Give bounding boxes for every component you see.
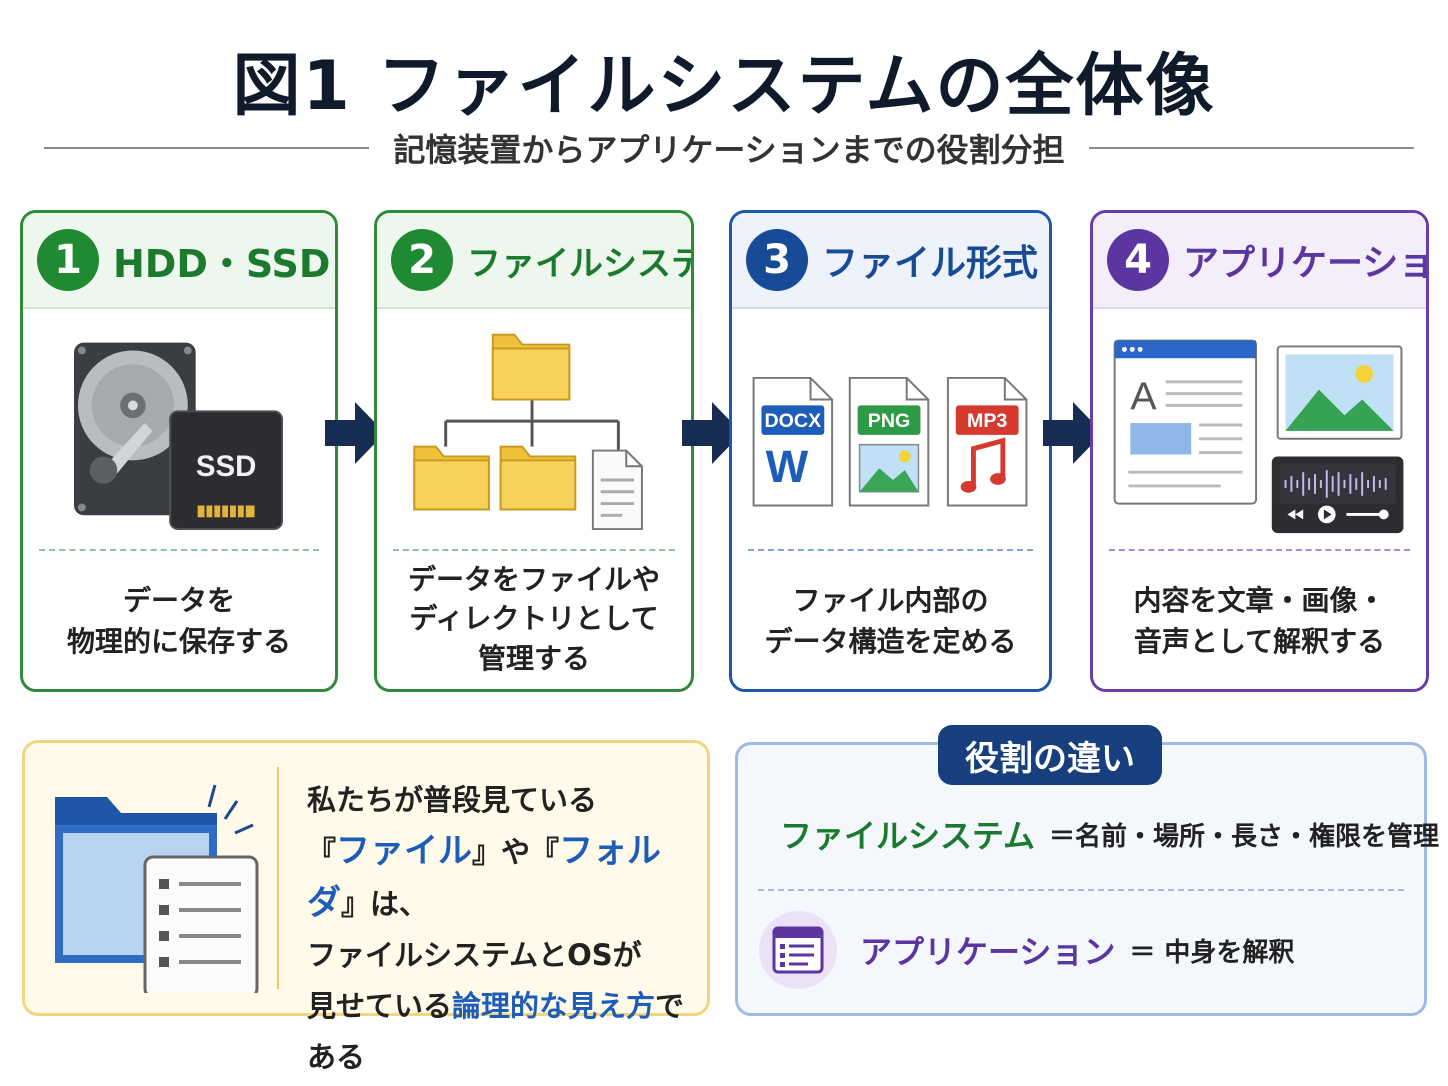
folder-document-icon (55, 784, 259, 993)
step-number: 4 (1107, 229, 1169, 291)
step-number: 3 (746, 229, 808, 291)
arrow-right-icon (325, 402, 385, 464)
file-formats-icon: DOCX W PNG MP3 (752, 376, 1028, 507)
doc-letter: A (1130, 374, 1157, 418)
diff-term: アプリケーション (860, 933, 1116, 971)
page-title: 図1 ファイルシステムの全体像 (232, 47, 1216, 126)
subtitle-line-left (44, 147, 370, 149)
diff-definition: ＝ 中身を解釈 (1129, 937, 1295, 968)
card-title: ファイルシステム (467, 243, 691, 284)
note-box: 私たちが普段見ている 『ファイル』や『フォルダ』は、 ファイルシステムとOSが … (22, 740, 710, 1074)
ssd-label: SSD (196, 450, 257, 483)
card-header: 4 アプリケーション (1093, 213, 1426, 309)
card-divider (393, 549, 675, 551)
mp3-label: MP3 (967, 410, 1007, 432)
card-header: 2 ファイルシステム (377, 213, 691, 309)
application-windows-icon: A (1113, 339, 1404, 534)
subtitle-line-right (1088, 147, 1414, 149)
diff-term: ファイルシステム (780, 817, 1036, 855)
card-header: 1 HDD・SSD (23, 213, 335, 309)
card-header: 3 ファイル形式 (732, 213, 1049, 309)
role-difference-badge: 役割の違い (938, 725, 1162, 785)
note-text: 私たちが普段見ている 『ファイル』や『フォルダ』は、 ファイルシステムとOSが … (307, 783, 685, 1074)
diff-divider (758, 889, 1404, 891)
card-description: データをファイルやディレクトリとして管理する (407, 563, 660, 675)
card-description: データを物理的に保存する (66, 584, 291, 658)
diff-row-filesystem: ファイルシステム ＝名前・場所・長さ・権限を管理 (758, 789, 1439, 879)
card-description: ファイル内部のデータ構造を定める (764, 584, 1017, 658)
subtitle-row: 記憶装置からアプリケーションまでの役割分担 (44, 124, 1414, 172)
arrow-right-icon (1043, 402, 1103, 464)
role-difference-box: 役割の違い ファイルシステム ＝名前・場所・長さ・権限を管理 アプリケーション … (735, 725, 1439, 1016)
diff-definition: ＝名前・場所・長さ・権限を管理 (1049, 821, 1440, 852)
folder-tree-icon (413, 333, 643, 531)
application-window-icon (759, 911, 837, 989)
card-title: アプリケーション (1183, 243, 1426, 284)
card-file-format: 3 ファイル形式 DOCX W PNG MP3 ファイル内部のデータ構造 (729, 210, 1052, 692)
png-label: PNG (868, 410, 911, 432)
card-title: HDD・SSD (113, 241, 331, 286)
card-divider (1109, 549, 1410, 551)
step-number: 2 (391, 229, 453, 291)
subtitle: 記憶装置からアプリケーションまでの役割分担 (393, 131, 1065, 169)
card-application: 4 アプリケーション A 内容 (1090, 210, 1429, 692)
step-number: 1 (37, 229, 99, 291)
arrow-right-icon (682, 402, 742, 464)
diff-row-application: アプリケーション ＝ 中身を解釈 (758, 905, 1408, 995)
hdd-ssd-icon: SSD (74, 342, 283, 531)
card-title: ファイル形式 (822, 243, 1039, 284)
docx-label: DOCX (765, 410, 822, 432)
card-description: 内容を文章・画像・音声として解釈する (1133, 584, 1386, 658)
card-divider (39, 549, 319, 551)
card-divider (748, 549, 1033, 551)
note-divider (277, 767, 279, 989)
card-storage: 1 HDD・SSD SSD データを物理的に保存する (20, 210, 338, 692)
word-letter: W (766, 441, 809, 492)
